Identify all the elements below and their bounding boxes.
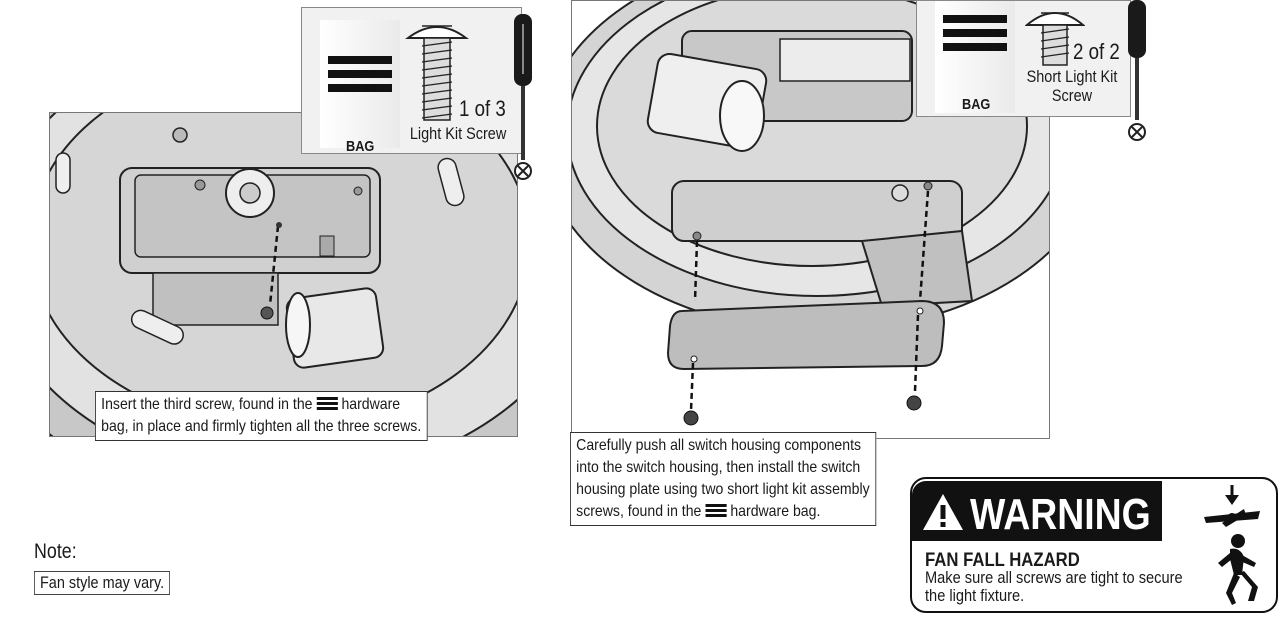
caption-text: into the switch housing, then install th…: [576, 459, 861, 476]
screw-icon: [1025, 12, 1085, 66]
warning-text: Make sure all screws are tight to secure…: [925, 569, 1183, 605]
falling-fan-person-icon: [1204, 485, 1260, 605]
screw-label: Light Kit Screw: [409, 124, 507, 143]
screwdriver-icon: [1128, 0, 1146, 141]
warning-box: WARNING FAN FALL HAZARD Make sure all sc…: [910, 477, 1278, 613]
bag-label: BAG: [962, 96, 991, 113]
screwdriver-icon: [514, 14, 532, 180]
hardware-bag-icon: [316, 397, 338, 410]
screw-count: 2 of 2: [1073, 39, 1120, 64]
caption-text: Carefully push all switch housing compon…: [576, 437, 862, 454]
hardware-bag: BAG: [320, 20, 400, 155]
caption-text: bag, in place and firmly tighten all the…: [101, 418, 422, 435]
caption-text: housing plate using two short light kit …: [576, 481, 870, 498]
screw-icon: [405, 25, 469, 121]
caption-text: screws, found in the: [576, 503, 702, 520]
caption-text: hardware: [341, 396, 401, 413]
screw-inset-right: BAG 2 of 2 Short Light Kit Screw: [916, 0, 1131, 117]
warning-line: Make sure all screws are tight to secure: [925, 568, 1183, 587]
hardware-bag: BAG: [935, 1, 1015, 113]
caption-text: hardware bag.: [730, 503, 821, 520]
caption-text: Insert the third screw, found in the: [101, 396, 313, 413]
hazard-title: FAN FALL HAZARD: [925, 550, 1080, 571]
hardware-bag-icon: [943, 15, 1007, 51]
note-text: Fan style may vary.: [34, 571, 171, 595]
left-illustration-panel: [49, 112, 518, 437]
right-step-caption: Carefully push all switch housing compon…: [570, 432, 876, 526]
warning-line: the light fixture.: [925, 586, 1025, 605]
warning-triangle-icon: [923, 494, 963, 530]
bag-label: BAG: [346, 138, 375, 155]
screw-label: Short Light Kit Screw: [1025, 67, 1119, 105]
warning-title: WARNING: [970, 490, 1151, 539]
hardware-bag-icon: [328, 56, 392, 92]
screw-count: 1 of 3: [459, 96, 506, 121]
screw-label-line: Screw: [1051, 86, 1093, 105]
screw-label-line: Short Light Kit: [1026, 67, 1118, 86]
left-step-caption: Insert the third screw, found in the har…: [95, 391, 428, 441]
screw-inset-left: BAG 1 of 3 Light Kit Screw: [301, 7, 522, 155]
hardware-bag-icon: [705, 504, 727, 517]
switch-housing-illustration: [50, 113, 517, 436]
note-label: Note:: [34, 540, 77, 563]
warning-banner: WARNING: [912, 481, 1162, 541]
